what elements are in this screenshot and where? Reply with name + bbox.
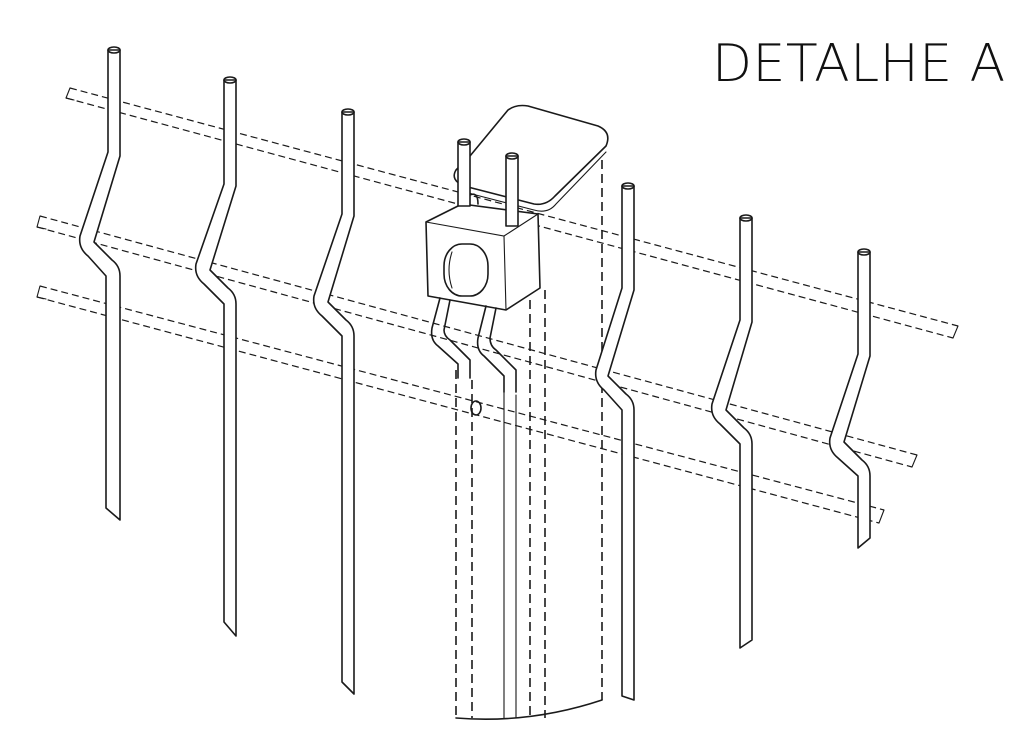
vertical-wire [594,182,635,701]
horizontal-rail-top [65,87,959,339]
horizontal-rail-bottom [36,285,885,524]
vertical-wire [457,138,519,227]
rail-overlaps [36,97,75,300]
vertical-wire [194,76,237,637]
detail-title: DETALHE A [712,34,1006,94]
vertical-wire [828,248,871,549]
fixing-clamp [425,193,541,416]
vertical-wire [312,108,355,695]
vertical-wire [710,214,753,649]
fence-post [455,160,603,720]
vertical-wire [78,46,121,521]
post-cap [453,104,609,212]
